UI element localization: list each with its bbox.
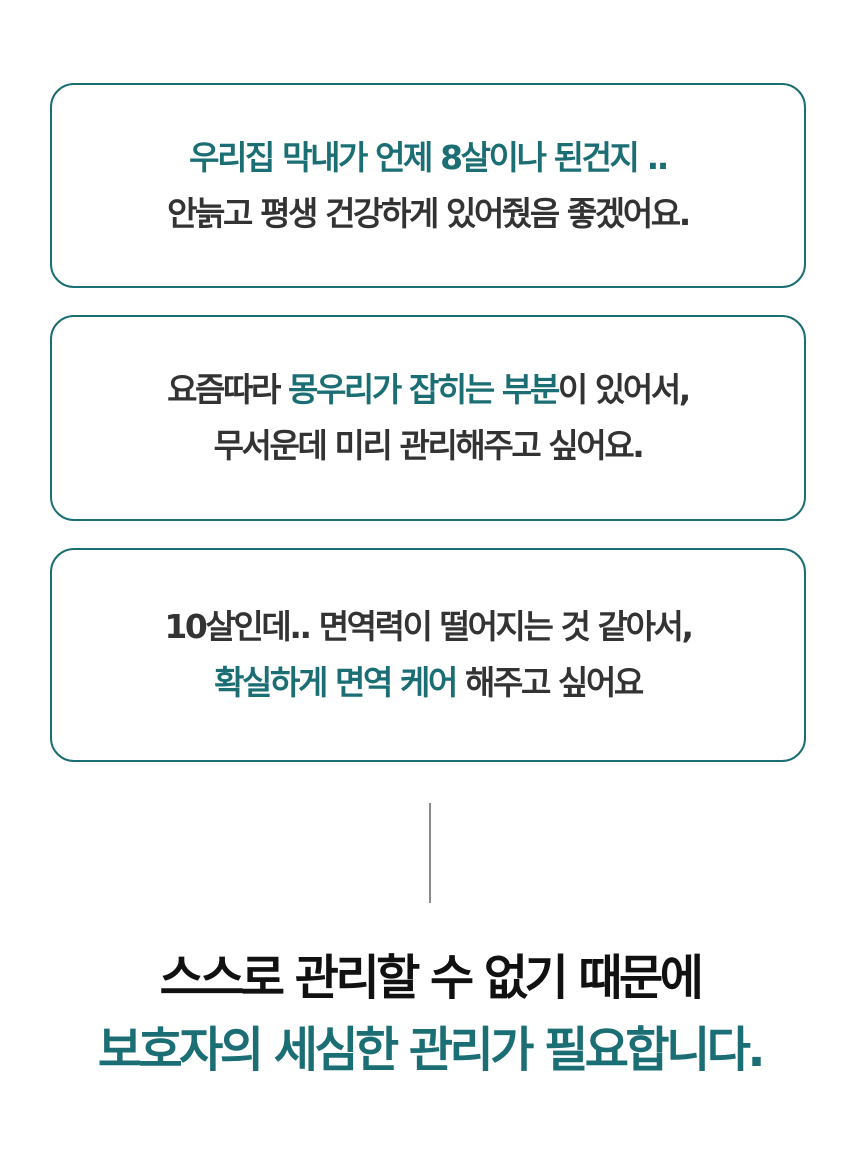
testimonial-2-line-1-highlight: 몽우리가 잡히는 부분 (288, 370, 560, 409)
testimonial-3-line-1-text: 10살인데.. 면역력이 떨어지는 것 같아서, (164, 607, 694, 646)
testimonial-2-line-2-text: 무서운데 미리 관리해주고 싶어요. (213, 426, 645, 465)
testimonial-3-line-2: 확실하게 면역 케어 해주고 싶어요 (214, 655, 644, 711)
testimonial-2-line-1-part-1: 요즘따라 (167, 370, 289, 409)
testimonial-3-line-1: 10살인데.. 면역력이 떨어지는 것 같아서, (164, 599, 694, 655)
testimonial-1-line-2: 안늙고 평생 건강하게 있어줬음 좋겠어요. (167, 186, 691, 242)
testimonial-card-1: 우리집 막내가 언제 8살이나 된건지 .. 안늙고 평생 건강하게 있어줬음 … (50, 83, 806, 288)
headline-line-2: 보호자의 세심한 관리가 필요합니다. (97, 1022, 766, 1078)
headline-line-1: 스스로 관리할 수 없기 때문에 (159, 950, 704, 1006)
testimonial-2-line-1-part-3: 이 있어서, (557, 370, 691, 409)
testimonial-1-line-1: 우리집 막내가 언제 8살이나 된건지 .. (189, 130, 669, 186)
testimonial-2-line-1: 요즘따라 몽우리가 잡히는 부분이 있어서, (167, 362, 691, 418)
testimonial-card-3: 10살인데.. 면역력이 떨어지는 것 같아서, 확실하게 면역 케어 해주고 … (50, 548, 806, 762)
testimonial-2-line-2: 무서운데 미리 관리해주고 싶어요. (213, 418, 645, 474)
testimonial-1-line-2-text: 안늙고 평생 건강하게 있어줬음 좋겠어요. (167, 193, 691, 233)
testimonial-1-line-1-text: 우리집 막내가 언제 8살이나 된건지 .. (189, 137, 669, 177)
vertical-divider (429, 803, 431, 903)
testimonial-card-2: 요즘따라 몽우리가 잡히는 부분이 있어서, 무서운데 미리 관리해주고 싶어요… (50, 315, 806, 521)
testimonial-3-line-2-highlight: 확실하게 면역 케어 (214, 663, 458, 702)
testimonial-3-line-2-rest: 해주고 싶어요 (455, 663, 644, 702)
